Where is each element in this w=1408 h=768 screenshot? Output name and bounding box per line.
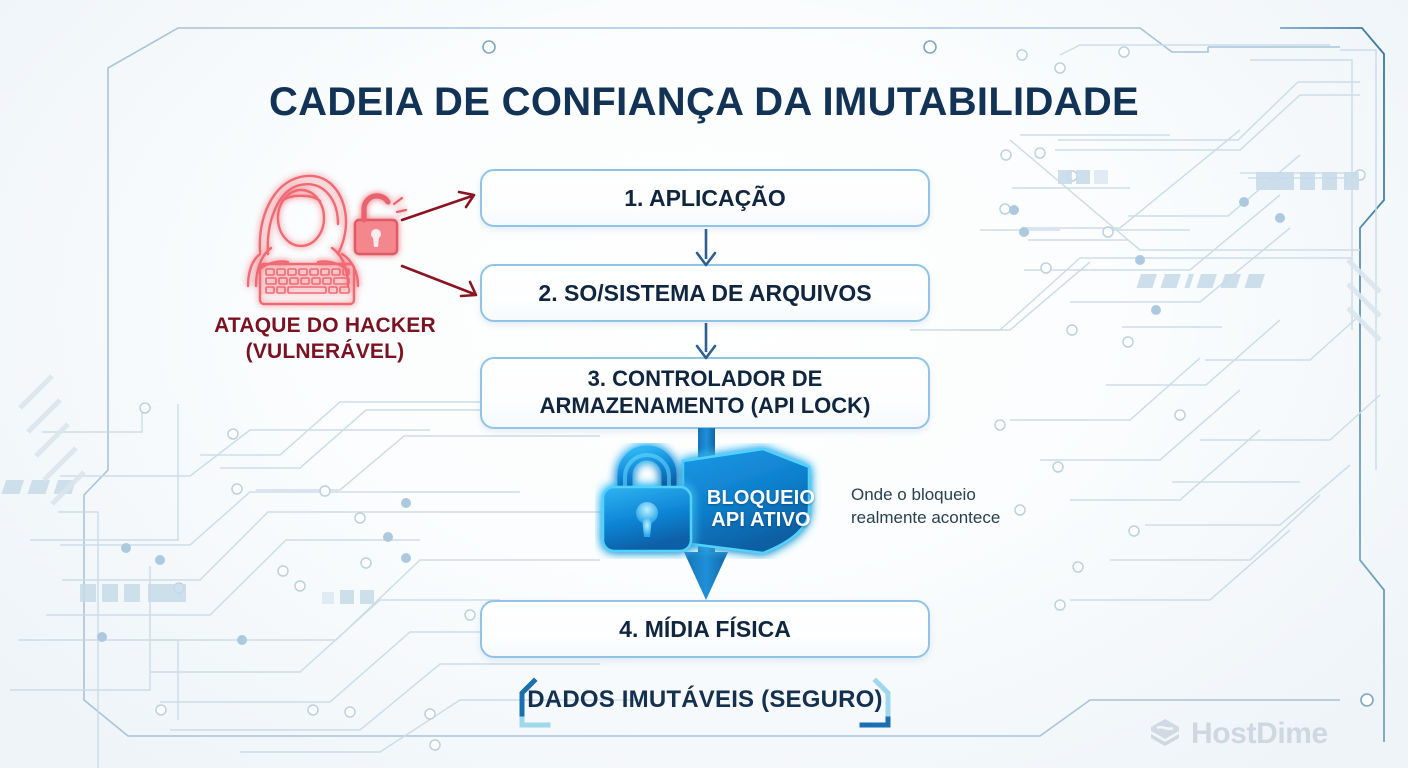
tech-bracket-icon: [519, 677, 891, 728]
padlock-open-icon: [353, 193, 408, 256]
page-title: CADEIA DE CONFIANÇA DA IMUTABILIDADE: [268, 80, 1140, 124]
caption-line1: Onde o bloqueio: [851, 485, 976, 504]
flow-node-application[interactable]: 1. APLICAÇÃO: [480, 169, 930, 227]
attack-arrow-icon: [400, 190, 478, 298]
hostdime-stack-icon: [1151, 719, 1179, 746]
badge-label-line2: API ATIVO: [711, 509, 811, 532]
caption-line2: realmente acontece: [851, 507, 1001, 527]
api-lock-caption: Onde o bloqueio realmente acontece: [851, 484, 1081, 529]
hacker-hoodie-keyboard-icon: [246, 174, 408, 306]
flow-node-label-line2: ARMAZENAMENTO (API LOCK): [539, 393, 871, 418]
flow-node-os-filesystem[interactable]: 2. SO/SISTEMA DE ARQUIVOS: [480, 264, 930, 322]
shield-icon: [681, 447, 811, 555]
api-lock-badge-label: BLOQUEIO API ATIVO: [686, 487, 836, 532]
flow-node-physical-media[interactable]: 4. MÍDIA FÍSICA: [480, 600, 930, 658]
secure-label: DADOS IMUTÁVEIS (SEGURO): [527, 686, 883, 713]
badge-label-line1: BLOQUEIO: [706, 487, 816, 509]
flow-node-storage-controller[interactable]: 3. CONTROLADOR DE ARMAZENAMENTO (API LOC…: [480, 357, 930, 429]
attack-label-line2: (VULNERÁVEL): [245, 340, 405, 364]
flow-arrow-1-to-2-icon: [695, 229, 717, 267]
brand-logo: HostDime: [1148, 714, 1378, 754]
flow-node-label: 1. APLICAÇÃO: [624, 184, 786, 211]
flow-node-label-line1: 3. CONTROLADOR DE: [587, 366, 823, 392]
flow-arrow-2-to-3-icon: [695, 323, 717, 360]
padlock-closed-icon: [601, 445, 693, 553]
attack-label-line1: ATAQUE DO HACKER: [214, 314, 436, 337]
flow-node-label: 4. MÍDIA FÍSICA: [619, 615, 791, 642]
flow-node-label-wrap: 3. CONTROLADOR DE ARMAZENAMENTO (API LOC…: [540, 366, 871, 420]
api-lock-badge: [601, 445, 811, 555]
attack-label: ATAQUE DO HACKER (VULNERÁVEL): [150, 313, 500, 365]
flow-node-label: 2. SO/SISTEMA DE ARQUIVOS: [538, 279, 872, 306]
brand-name: HostDime: [1191, 717, 1328, 750]
